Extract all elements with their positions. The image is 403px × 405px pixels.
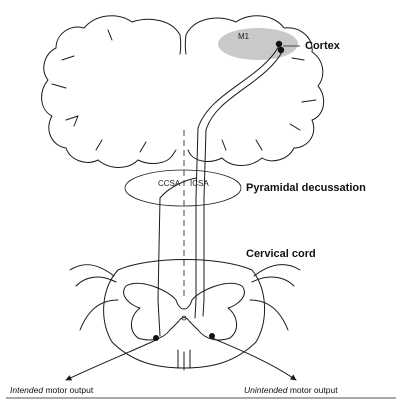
- cervical-cord: [70, 260, 300, 371]
- pyramidal-decussation-label: Pyramidal decussation: [246, 182, 366, 194]
- m1-label: M1: [238, 32, 250, 41]
- ccsa-pathway: [158, 178, 196, 336]
- ccsa-label: CCSA: [158, 179, 181, 188]
- unintended-motor-output-label: Unintended motor output: [244, 385, 338, 395]
- icsa-label: ICSA: [190, 179, 209, 188]
- cervical-cord-label: Cervical cord: [246, 248, 316, 260]
- intended-output-arrow: [66, 340, 156, 380]
- m1-region: [218, 28, 298, 60]
- decussation-ellipse: [125, 170, 241, 206]
- intended-motor-output-label: Intended motor output: [10, 385, 94, 395]
- cortex-label: Cortex: [305, 40, 341, 52]
